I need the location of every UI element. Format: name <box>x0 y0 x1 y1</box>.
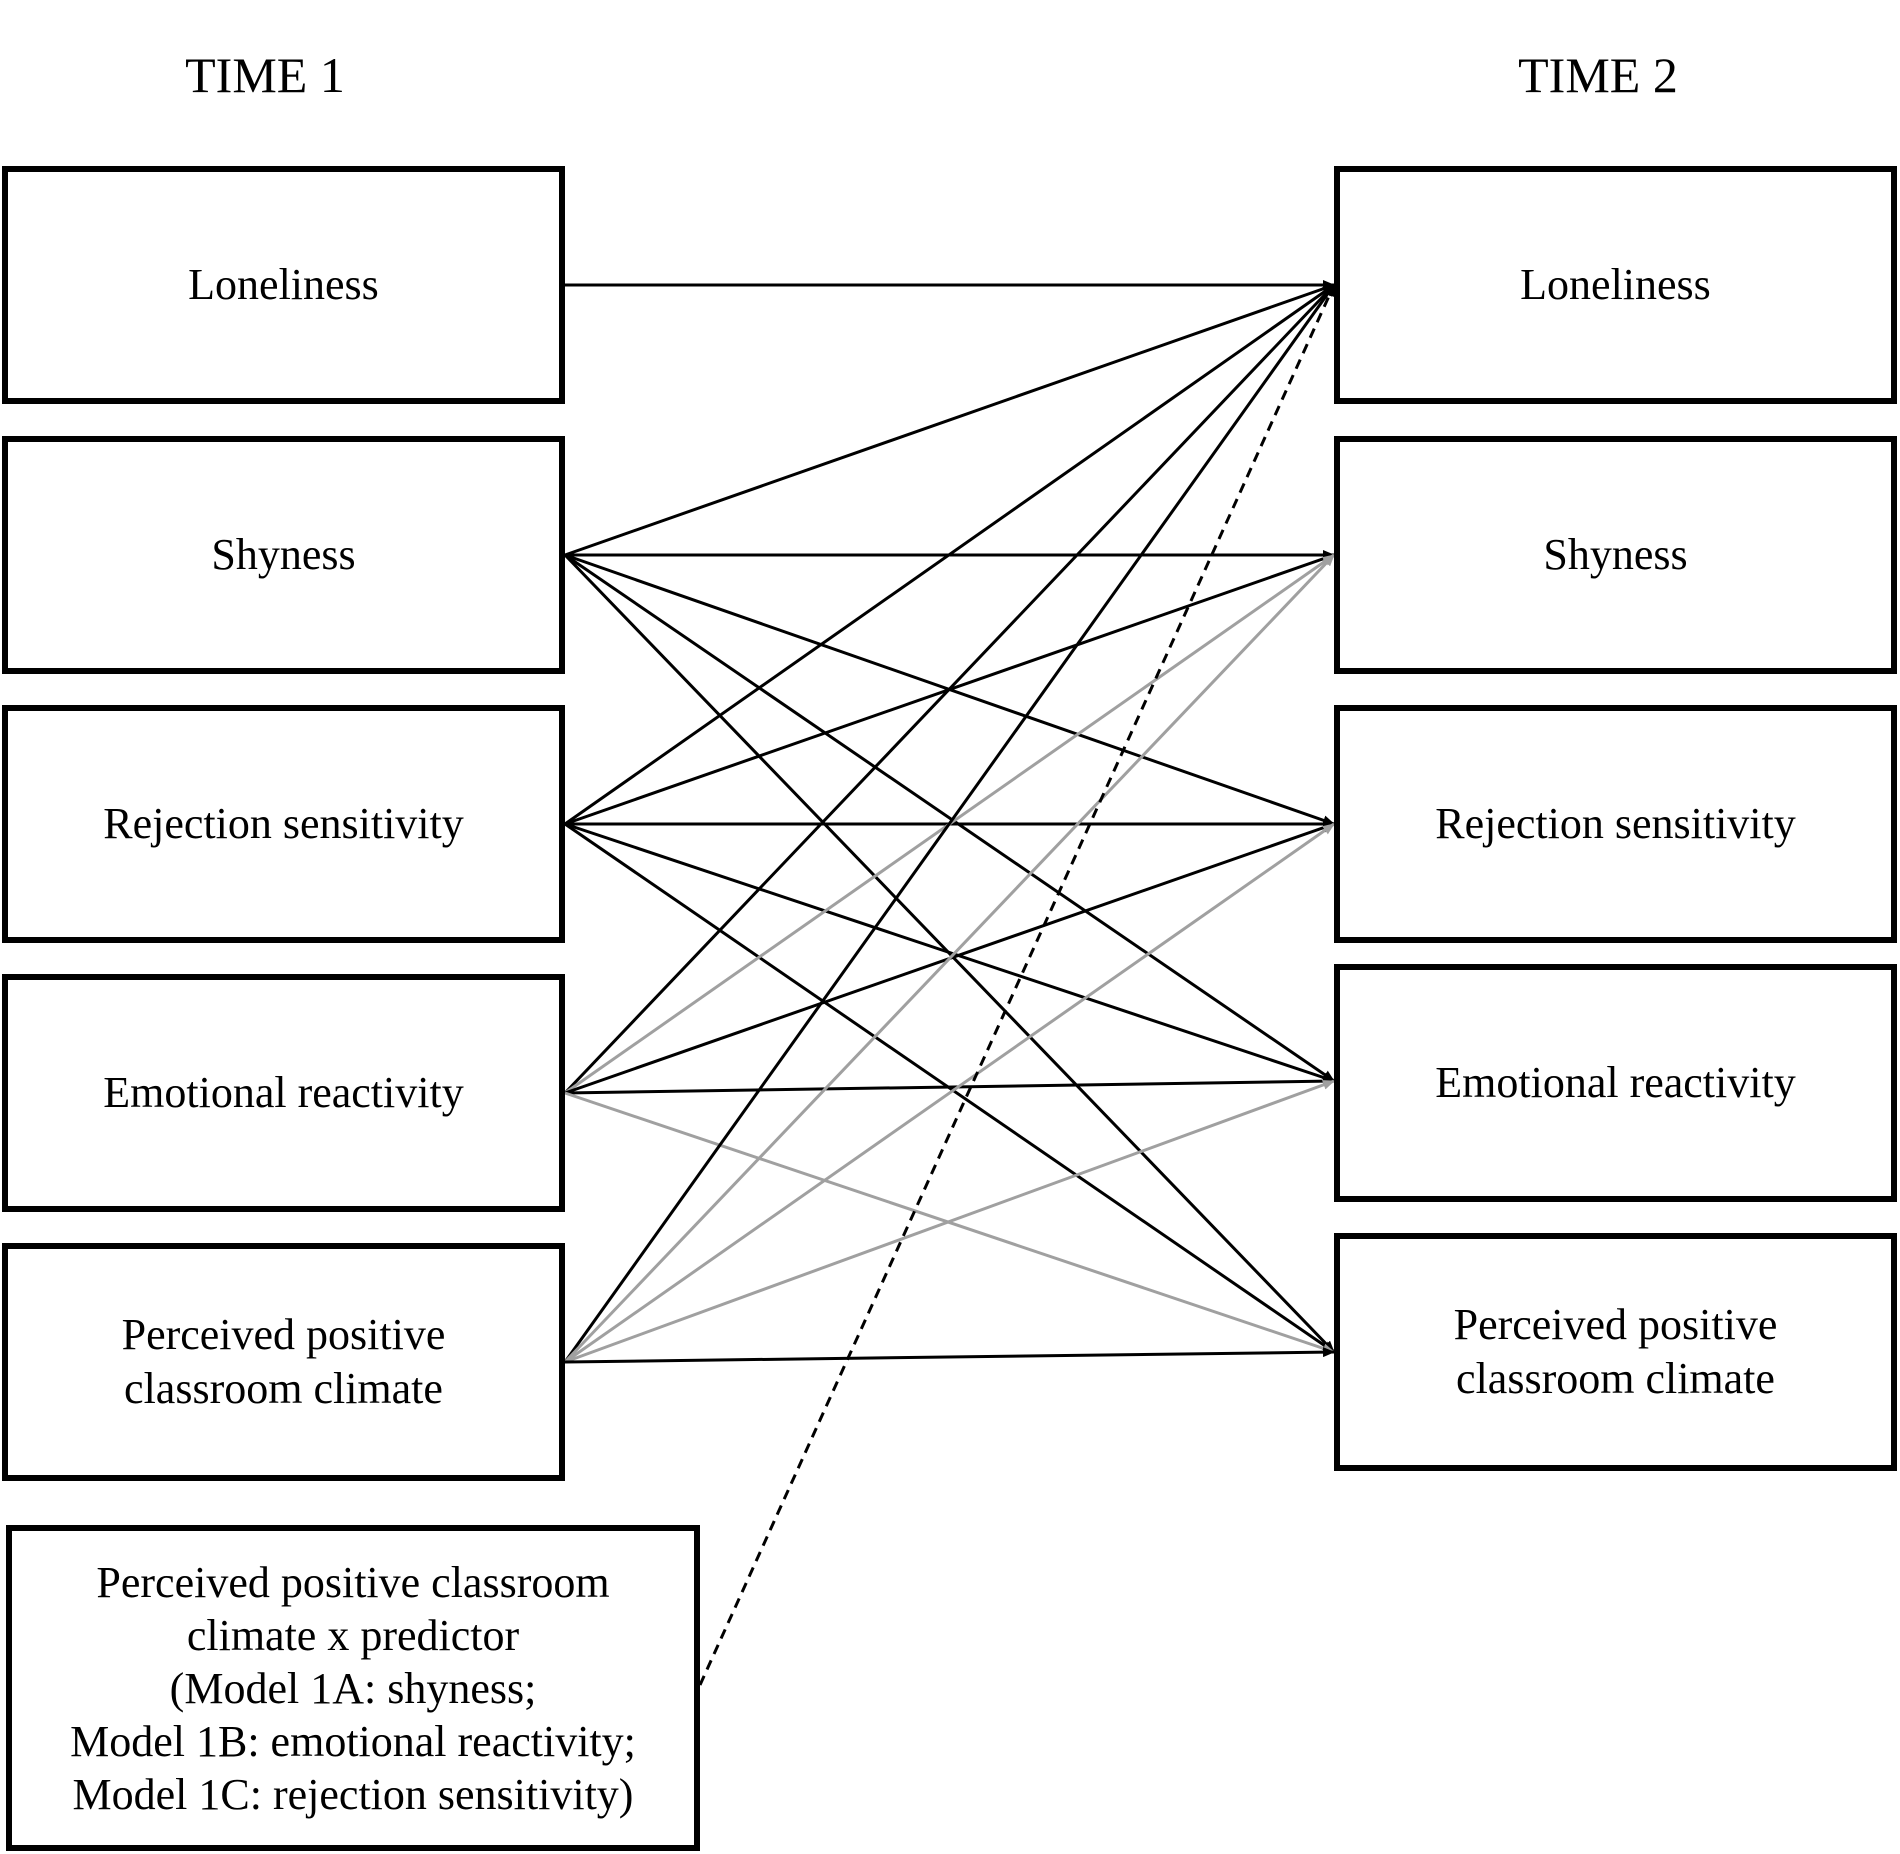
t1-shyness-box: Shyness <box>2 436 565 674</box>
t2-shyness-box: Shyness <box>1334 436 1897 674</box>
path-climate-to-climate <box>564 1347 1335 1364</box>
path-climate-to-rejection <box>564 822 1335 1364</box>
path-emotional-to-emotional <box>564 1076 1335 1095</box>
path-shyness-to-loneliness <box>564 283 1335 557</box>
t1-emotional-reactivity-box: Emotional reactivity <box>2 974 565 1212</box>
interaction-line-5: Model 1C: rejection sensitivity) <box>72 1769 634 1819</box>
t2-classroom-climate-label: Perceived positive classroom climate <box>1453 1300 1778 1403</box>
path-climate-to-shyness <box>563 553 1336 1364</box>
time2-header: TIME 2 <box>1518 47 1678 103</box>
t2-rejection-sensitivity-box: Rejection sensitivity <box>1334 705 1897 943</box>
t1-shyness-label: Shyness <box>211 530 356 579</box>
t2-emotional-reactivity-label: Emotional reactivity <box>1435 1058 1796 1107</box>
t1-classroom-climate-label: Perceived positive classroom climate <box>121 1310 446 1413</box>
t2-shyness-label: Shyness <box>1543 530 1688 579</box>
interaction-line-1: Perceived positive classroom <box>96 1557 610 1607</box>
path-climate-to-emotional <box>564 1079 1335 1364</box>
t1-emotional-reactivity-label: Emotional reactivity <box>103 1068 464 1117</box>
path-rejection-to-loneliness <box>564 283 1335 826</box>
interaction-line-4: Model 1B: emotional reactivity; <box>70 1716 636 1766</box>
t1-classroom-climate-box: Perceived positive classroom climate <box>2 1243 565 1481</box>
time1-header: TIME 1 <box>185 47 345 103</box>
t2-classroom-climate-box: Perceived positive classroom climate <box>1334 1233 1897 1471</box>
interaction-term-box: Perceived positive classroom climate x p… <box>6 1525 700 1851</box>
interaction-line-3: (Model 1A: shyness; <box>169 1663 537 1713</box>
t1-loneliness-box: Loneliness <box>2 166 565 404</box>
path-shyness-to-emotional <box>564 553 1335 1083</box>
t1-rejection-sensitivity-label: Rejection sensitivity <box>103 799 464 848</box>
t2-emotional-reactivity-box: Emotional reactivity <box>1334 964 1897 1202</box>
t1-rejection-sensitivity-box: Rejection sensitivity <box>2 705 565 943</box>
path-rejection-to-emotional <box>564 822 1335 1083</box>
path-emotional-to-loneliness <box>563 283 1336 1095</box>
t2-rejection-sensitivity-label: Rejection sensitivity <box>1435 799 1796 848</box>
t2-loneliness-label: Loneliness <box>1520 260 1711 309</box>
arrow-group <box>563 280 1336 1686</box>
path-climate-to-loneliness <box>563 284 1336 1363</box>
interaction-line-2: climate x predictor <box>186 1610 520 1660</box>
t2-loneliness-box: Loneliness <box>1334 166 1897 404</box>
path-interaction-to-loneliness <box>698 284 1336 1686</box>
t1-loneliness-label: Loneliness <box>188 260 379 309</box>
